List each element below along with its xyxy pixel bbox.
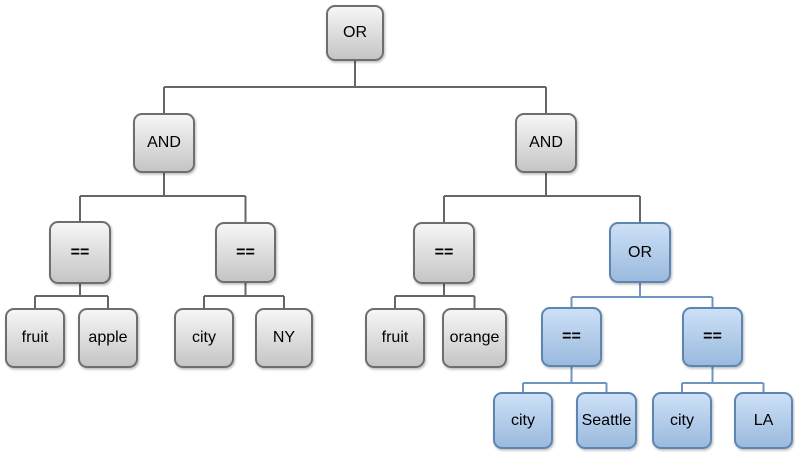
tree-node-label: Seattle <box>581 411 632 429</box>
tree-node-eq-left-2: == <box>215 222 276 283</box>
tree-edge-eq-left-2 <box>203 283 285 308</box>
tree-node-city-1: city <box>174 308 234 368</box>
tree-node-orange: orange <box>442 308 507 368</box>
tree-node-label: NY <box>272 329 296 346</box>
tree-node-city-2: city <box>493 392 553 449</box>
tree-edge-and-left <box>79 173 247 222</box>
tree-edge-eq-left-1 <box>34 284 109 308</box>
tree-node-label: AND <box>529 134 563 151</box>
tree-node-label: fruit <box>21 329 49 346</box>
tree-node-label: apple <box>88 329 128 346</box>
tree-node-label: == <box>703 328 722 345</box>
tree-node-fruit-2: fruit <box>365 308 425 368</box>
tree-node-and-left: AND <box>133 113 195 173</box>
tree-node-seattle: Seattle <box>576 392 637 449</box>
tree-node-fruit-1: fruit <box>5 308 65 368</box>
tree-edge-eq-right <box>394 284 476 308</box>
tree-node-ny: NY <box>255 308 313 368</box>
tree-edge-or-blue <box>570 283 714 307</box>
tree-edge-eq-blue-2 <box>681 367 765 392</box>
tree-node-or-blue: OR <box>609 222 671 283</box>
tree-node-city-3: city <box>652 392 712 449</box>
tree-node-label: city <box>192 329 216 346</box>
tree-node-label: city <box>511 411 535 429</box>
tree-node-label: AND <box>147 134 181 151</box>
tree-node-label: city <box>670 411 694 429</box>
tree-node-and-right: AND <box>515 113 577 173</box>
tree-node-eq-blue-1: == <box>541 307 602 367</box>
tree-node-label: OR <box>343 24 367 41</box>
tree-node-eq-left-1: == <box>49 221 111 284</box>
tree-node-label: fruit <box>381 329 409 346</box>
tree-node-or-root: OR <box>326 5 384 61</box>
tree-node-label: OR <box>628 243 652 261</box>
tree-node-label: == <box>434 244 454 261</box>
tree-edge-eq-blue-1 <box>522 367 608 392</box>
tree-node-label: == <box>70 243 90 261</box>
tree-node-label: == <box>562 328 581 345</box>
tree-node-la: LA <box>734 392 793 449</box>
tree-node-eq-right: == <box>413 222 475 284</box>
tree-edge-or-root <box>163 61 547 113</box>
tree-node-label: == <box>236 243 255 261</box>
tree-node-apple: apple <box>78 308 138 368</box>
tree-node-label: orange <box>449 329 500 346</box>
tree-node-label: LA <box>753 411 774 429</box>
tree-edge-and-right <box>443 173 641 222</box>
tree-node-eq-blue-2: == <box>682 307 743 367</box>
